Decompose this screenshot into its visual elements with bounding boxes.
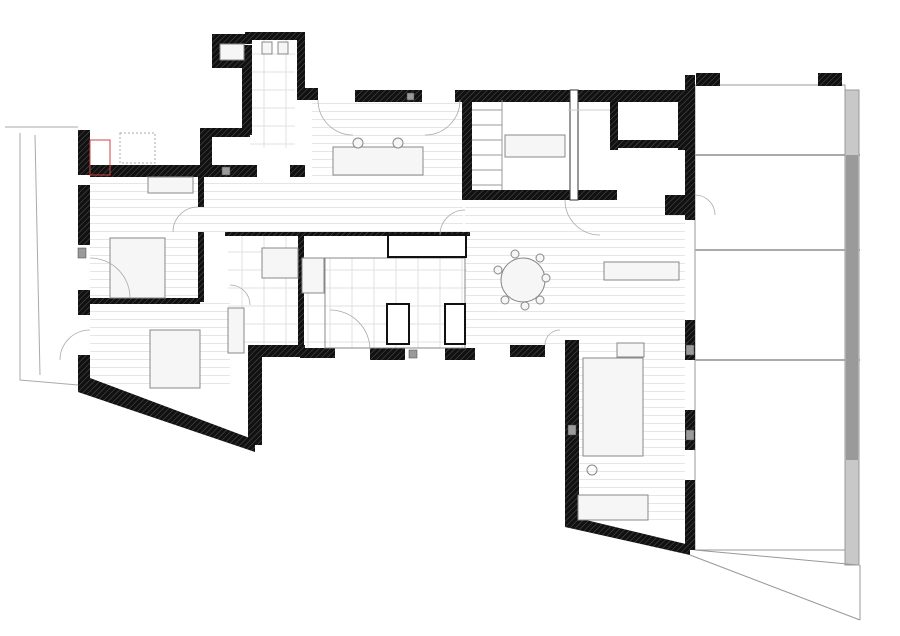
lamp [586, 464, 598, 476]
kitchen-cabinets [387, 234, 467, 258]
round-table [500, 257, 546, 303]
balcony [689, 73, 861, 621]
stool [352, 137, 364, 149]
kitchen-floor [302, 258, 467, 348]
left-terrace [5, 126, 156, 386]
fridge [386, 303, 410, 345]
sideboard [603, 261, 680, 281]
bed-1 [109, 237, 166, 299]
wardrobe [147, 176, 194, 194]
kitchen-counter [301, 257, 325, 294]
red-outlined-cabinet [89, 139, 111, 176]
stair-landing [504, 134, 566, 158]
oven [444, 303, 466, 345]
dining-table [332, 146, 424, 176]
wc-bidet [277, 41, 289, 55]
wc-floor [250, 38, 295, 148]
sofa [582, 357, 644, 457]
armchair [616, 342, 645, 358]
closet [227, 307, 245, 354]
wc-toilet [261, 41, 273, 55]
walls [78, 32, 695, 555]
desk [577, 494, 649, 521]
hallway-floor [198, 177, 463, 235]
columns [77, 92, 695, 441]
bathtub [261, 247, 299, 279]
stool [392, 137, 404, 149]
furniture [89, 41, 680, 521]
shower [219, 43, 245, 61]
staircase [472, 100, 610, 190]
bed-2 [149, 329, 201, 389]
doors [59, 99, 716, 361]
